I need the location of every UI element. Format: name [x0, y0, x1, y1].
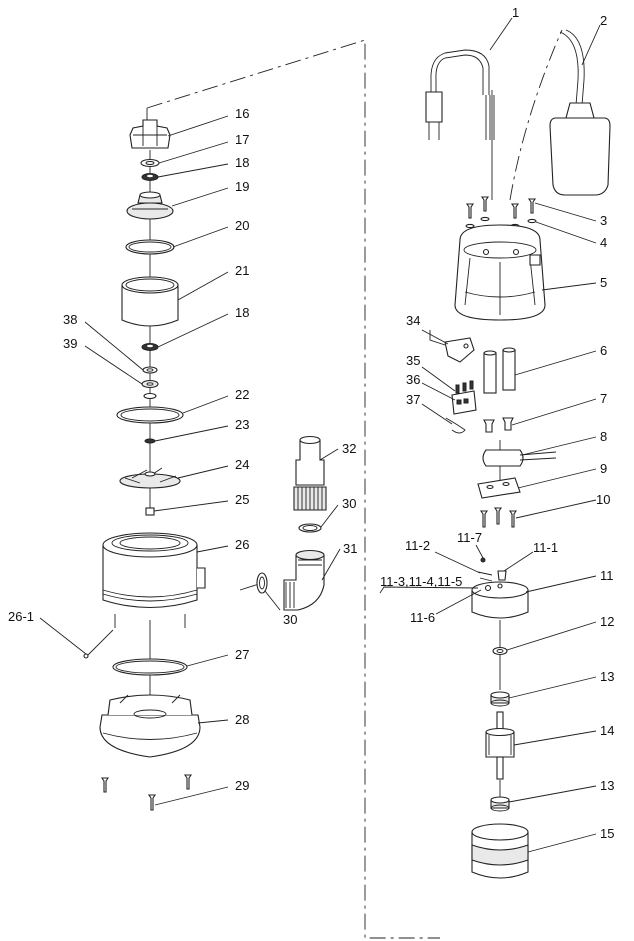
part-23-clip [144, 438, 156, 444]
part-6-standoffs [483, 347, 516, 394]
label-2: 2 [600, 13, 607, 28]
label-10: 10 [596, 492, 610, 507]
part-34-cable-clamp [429, 330, 475, 363]
label-39: 39 [63, 336, 77, 351]
part-9-bracket [477, 477, 521, 499]
part-12-seal [492, 646, 508, 656]
label-4: 4 [600, 235, 607, 250]
label-26: 26 [235, 537, 249, 552]
part-1-power-cord [425, 49, 495, 140]
part-15-motor-stator [471, 823, 529, 879]
part-28-base [99, 694, 201, 758]
label-11-1: 11-1 [533, 540, 558, 555]
part-22-gasket [116, 406, 184, 424]
part-25-key [145, 507, 155, 516]
part-39-seal [141, 379, 159, 400]
part-11-small-items [477, 557, 507, 582]
part-13-bearing-bottom [490, 796, 510, 812]
label-15: 15 [600, 826, 614, 841]
label-11-2: 11-2 [405, 538, 430, 553]
leader-lines [39, 17, 601, 853]
part-14-rotor [485, 711, 515, 780]
part-26-1-drain-point [83, 629, 114, 659]
part-18-nut-mid [141, 343, 159, 351]
part-26-pump-housing [102, 532, 206, 628]
label-38: 38 [63, 312, 77, 327]
label-18-mid: 18 [235, 305, 249, 320]
part-11-motor-cover [471, 581, 529, 619]
part-18-nut-top [141, 173, 159, 181]
label-11-7: 11-7 [457, 530, 482, 545]
label-11-6: 11-6 [410, 610, 435, 625]
label-28: 28 [235, 712, 249, 727]
part-5-handle-cover [454, 224, 546, 321]
label-19: 19 [235, 179, 249, 194]
part-7-screws [483, 417, 514, 433]
label-13-bottom: 13 [600, 778, 614, 793]
label-6: 6 [600, 343, 607, 358]
label-23: 23 [235, 417, 249, 432]
part-10-screws [479, 507, 518, 528]
label-36: 36 [406, 372, 420, 387]
part-27-o-ring [112, 658, 188, 676]
label-12: 12 [600, 614, 614, 629]
label-32: 32 [342, 441, 356, 456]
label-22: 22 [235, 387, 249, 402]
label-34: 34 [406, 313, 420, 328]
part-32-hose-connector [293, 435, 327, 511]
part-30-washer-left [256, 572, 268, 594]
label-8: 8 [600, 429, 607, 444]
label-11: 11 [600, 568, 614, 583]
label-31: 31 [343, 541, 357, 556]
label-13-top: 13 [600, 669, 614, 684]
part-19-impeller-cover [126, 191, 174, 220]
label-27: 27 [235, 647, 249, 662]
label-35: 35 [406, 353, 420, 368]
label-30-bottom: 30 [283, 612, 297, 627]
label-26-1: 26-1 [8, 609, 34, 624]
part-35-36-terminal-block [451, 380, 477, 415]
label-1: 1 [512, 5, 519, 20]
label-5: 5 [600, 275, 607, 290]
label-14: 14 [600, 723, 614, 738]
part-2-float-switch [549, 29, 611, 196]
label-24: 24 [235, 457, 249, 472]
part-31-elbow [283, 549, 325, 611]
part-24-impeller [119, 467, 181, 489]
part-labels: 16 17 18 19 20 21 18 38 39 22 23 24 25 2… [8, 5, 614, 841]
label-30-top: 30 [342, 496, 356, 511]
part-13-bearing-top [490, 691, 510, 707]
label-3: 3 [600, 213, 607, 228]
label-37: 37 [406, 392, 420, 407]
part-30-washer-top [298, 523, 322, 533]
part-16-strainer-cage [129, 119, 171, 149]
assembly-boundary [146, 29, 563, 939]
part-37-cable-tie [445, 417, 466, 434]
label-25: 25 [235, 492, 249, 507]
label-7: 7 [600, 391, 607, 406]
part-20-o-ring [125, 239, 175, 255]
part-29-screws [100, 774, 193, 811]
label-29: 29 [235, 778, 249, 793]
label-16: 16 [235, 106, 249, 121]
label-18-top: 18 [235, 155, 249, 170]
part-38-spacer [142, 366, 158, 374]
part-8-capacitor [482, 449, 557, 467]
label-9: 9 [600, 461, 607, 476]
label-21: 21 [235, 263, 249, 278]
label-20: 20 [235, 218, 249, 233]
part-21-sleeve [121, 276, 179, 327]
label-11-3-4-5: 11-3,11-4,11-5 [380, 574, 462, 589]
label-17: 17 [235, 132, 249, 147]
part-17-washer [140, 158, 160, 168]
part-3-screws [465, 196, 537, 219]
